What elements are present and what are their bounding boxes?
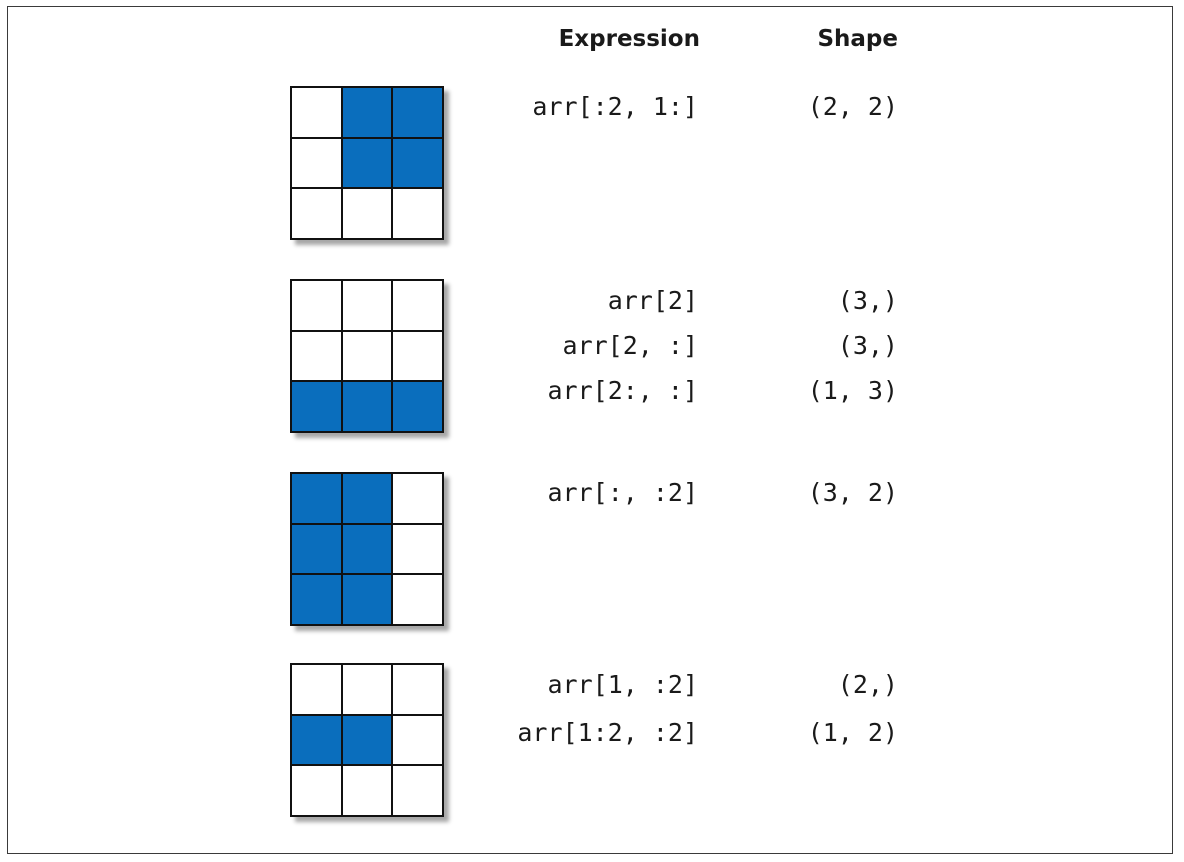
- shape-text: (1, 2): [807, 718, 898, 747]
- expression-text: arr[1:2, :2]: [517, 718, 698, 747]
- expression-text: arr[2:, :]: [547, 376, 698, 405]
- unselected-cell: [342, 766, 392, 815]
- unselected-cell: [393, 189, 442, 238]
- shape-text: (2, 2): [807, 92, 898, 121]
- expression-text: arr[2, :]: [562, 331, 698, 360]
- expression-text: arr[1, :2]: [547, 670, 698, 699]
- selected-cell: [292, 524, 341, 574]
- selected-cell: [342, 524, 392, 574]
- unselected-cell: [292, 281, 341, 330]
- unselected-cell: [342, 281, 392, 330]
- selected-cell: [342, 715, 392, 765]
- selected-cell: [342, 382, 392, 431]
- selected-cell: [292, 575, 341, 624]
- selected-cell: [342, 138, 392, 188]
- selected-cell: [393, 88, 442, 137]
- array-grid-1: [290, 86, 444, 240]
- unselected-cell: [393, 766, 442, 815]
- shape-text: (3, 2): [807, 478, 898, 507]
- selected-cell: [292, 382, 341, 431]
- array-grid-2: [290, 279, 444, 433]
- array-grid-4: [290, 663, 444, 817]
- unselected-cell: [393, 524, 442, 574]
- expression-text: arr[:2, 1:]: [532, 92, 698, 121]
- selected-cell: [342, 88, 392, 137]
- expression-text: arr[:, :2]: [547, 478, 698, 507]
- unselected-cell: [292, 189, 341, 238]
- selected-cell: [342, 474, 392, 523]
- shape-text: (3,): [837, 286, 898, 315]
- selected-cell: [342, 575, 392, 624]
- selected-cell: [393, 382, 442, 431]
- expression-header: Expression: [558, 26, 700, 52]
- shape-text: (2,): [837, 670, 898, 699]
- unselected-cell: [342, 189, 392, 238]
- selected-cell: [292, 715, 341, 765]
- selected-cell: [393, 138, 442, 188]
- expression-text: arr[2]: [607, 286, 698, 315]
- unselected-cell: [342, 665, 392, 714]
- unselected-cell: [292, 331, 341, 381]
- unselected-cell: [393, 575, 442, 624]
- unselected-cell: [342, 331, 392, 381]
- array-grid-3: [290, 472, 444, 626]
- shape-text: (3,): [837, 331, 898, 360]
- selected-cell: [292, 474, 341, 523]
- shape-header: Shape: [817, 26, 898, 52]
- unselected-cell: [292, 138, 341, 188]
- figure-frame: [7, 6, 1173, 854]
- unselected-cell: [292, 665, 341, 714]
- unselected-cell: [292, 766, 341, 815]
- unselected-cell: [393, 331, 442, 381]
- shape-text: (1, 3): [807, 376, 898, 405]
- unselected-cell: [393, 715, 442, 765]
- unselected-cell: [393, 474, 442, 523]
- unselected-cell: [393, 665, 442, 714]
- unselected-cell: [292, 88, 341, 137]
- unselected-cell: [393, 281, 442, 330]
